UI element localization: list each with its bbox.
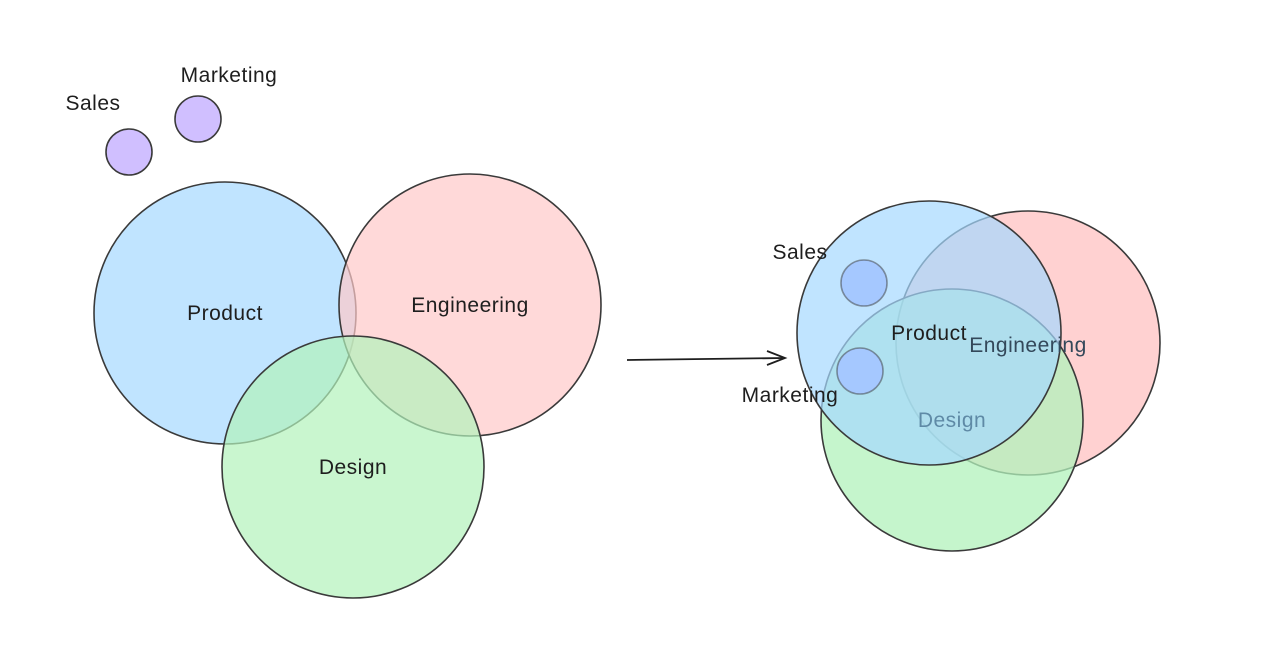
product-label: Product: [187, 302, 263, 325]
engineering-label: Engineering: [969, 334, 1087, 357]
engineering-label: Engineering: [411, 294, 529, 317]
design-label: Design: [918, 409, 986, 432]
marketing-circle[interactable]: [836, 347, 884, 395]
sales-circle[interactable]: [840, 259, 888, 307]
marketing-label: Marketing: [181, 64, 278, 87]
arrow[interactable]: [626, 350, 788, 366]
product-label: Product: [891, 322, 967, 345]
design-circle[interactable]: [221, 335, 485, 599]
design-label: Design: [319, 456, 387, 479]
sales-label: Sales: [65, 92, 120, 115]
sales-label: Sales: [772, 241, 827, 264]
sales-circle[interactable]: [105, 128, 153, 176]
after-group: Engineering Sales Marketing Design Produ…: [742, 200, 1161, 552]
before-group: Product Engineering Design Sales Marketi…: [65, 64, 602, 599]
marketing-circle[interactable]: [174, 95, 222, 143]
marketing-label: Marketing: [742, 384, 839, 407]
